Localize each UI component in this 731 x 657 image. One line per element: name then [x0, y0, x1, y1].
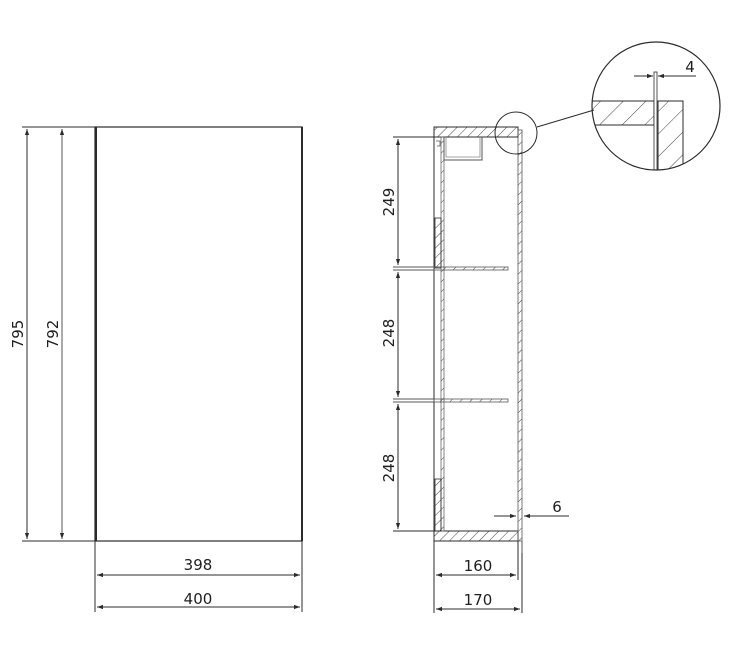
- dim-shelf-top: 249: [380, 188, 398, 217]
- dim-shelf-bottom: 248: [380, 454, 398, 483]
- bottom-panel: [433, 530, 519, 542]
- detail-top-panel: [592, 100, 655, 126]
- dim-shelf-middle: 248: [380, 319, 398, 348]
- detail-view: 4: [591, 41, 721, 171]
- door-panel: [440, 136, 445, 532]
- shelf-lower: [433, 398, 509, 403]
- dim-width-inner: 398: [184, 556, 213, 574]
- detail-callout-circle: [494, 111, 538, 155]
- dim-back-panel-thickness: 6: [552, 498, 562, 516]
- detail-back-panel: [657, 100, 684, 170]
- side-section-view: 249 248 248 6 160 170: [380, 109, 595, 613]
- front-panel-outline: [94, 126, 303, 542]
- detail-gap: [653, 71, 658, 170]
- shelf-upper: [433, 266, 509, 271]
- dim-height-outer: 795: [9, 320, 27, 349]
- dim-depth-outer: 170: [464, 591, 493, 609]
- dim-detail-gap: 4: [685, 58, 695, 76]
- back-panel: [517, 129, 523, 542]
- hinge-bottom: [434, 478, 442, 532]
- dim-width-outer: 400: [184, 590, 213, 608]
- detail-leader-line: [536, 109, 595, 128]
- detail-circle: [591, 41, 721, 171]
- top-panel: [433, 126, 519, 138]
- hinge-top: [434, 217, 442, 269]
- dim-depth-inner: 160: [464, 557, 493, 575]
- front-view: 795 792 398 400: [9, 126, 303, 612]
- dim-height-inner: 792: [44, 320, 62, 349]
